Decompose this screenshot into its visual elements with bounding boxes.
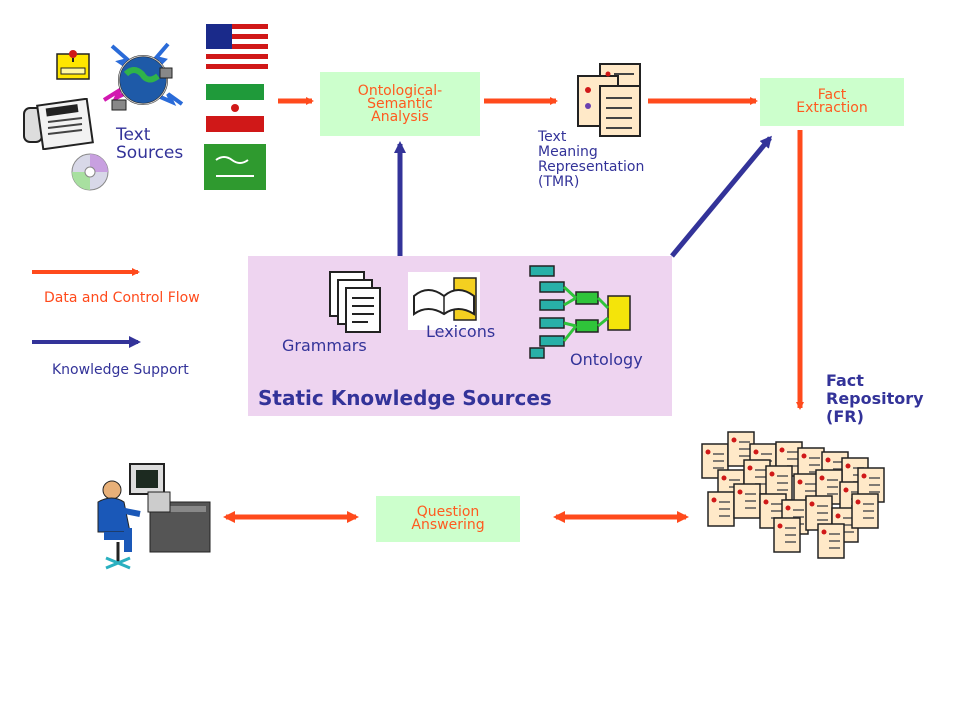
fact-repository-line1: Fact	[826, 371, 864, 390]
static-knowledge-sources-title: Static Knowledge Sources	[258, 386, 552, 410]
lexicons-label: Lexicons	[426, 322, 496, 341]
memo-icon	[56, 48, 90, 80]
tmr-document-icon	[576, 62, 642, 138]
fact-repository-line3: (FR)	[826, 407, 864, 426]
cd-icon	[70, 152, 110, 192]
legend-data-flow-label: Data and Control Flow	[44, 290, 200, 306]
text-sources-label: Text Sources	[116, 126, 183, 162]
fact-repository-line2: Repository	[826, 389, 924, 408]
ontology-tree-icon	[528, 262, 636, 362]
fact-extraction-box: Fact Extraction	[760, 78, 904, 126]
newspaper-fax-icon	[22, 97, 94, 151]
osa-label-line1: Ontological-	[357, 82, 443, 99]
arrow-knowledge-to-fact-extraction	[670, 135, 772, 258]
osa-label-line2: Semantic	[367, 95, 433, 112]
fact-repository-documents-icon	[701, 431, 885, 559]
tmr-label-line1: Text	[538, 129, 567, 145]
tmr-label: Text Meaning Representation (TMR)	[538, 130, 644, 190]
lexicons-book-icon	[408, 272, 480, 330]
fact-extraction-line2: Extraction	[796, 100, 868, 116]
question-answering-box: Question Answering	[376, 496, 520, 542]
tmr-label-line3: Representation	[538, 159, 645, 175]
tmr-label-line2: Meaning	[538, 144, 598, 160]
fact-repository-label: Fact Repository (FR)	[826, 372, 924, 426]
text-sources-label-line1: Text	[116, 125, 151, 145]
iran-flag-icon	[206, 84, 264, 132]
qa-label-line1: Question	[416, 504, 480, 520]
usa-flag-icon	[206, 24, 268, 72]
ontology-label: Ontology	[570, 350, 643, 369]
globe-network-icon	[98, 38, 188, 120]
grammars-icon	[326, 270, 382, 336]
text-sources-label-line2: Sources	[116, 143, 184, 163]
ontological-semantic-analysis-box: Ontological- Semantic Analysis	[320, 72, 480, 136]
fact-extraction-line1: Fact	[817, 87, 847, 103]
grammars-label: Grammars	[282, 336, 367, 355]
user-at-computer-icon	[90, 458, 212, 578]
tmr-label-line4: (TMR)	[538, 174, 580, 190]
legend-knowledge-support-label: Knowledge Support	[52, 362, 189, 378]
saudi-flag-icon	[204, 144, 266, 190]
osa-label-line3: Analysis	[371, 108, 429, 125]
qa-label-line2: Answering	[411, 517, 485, 533]
